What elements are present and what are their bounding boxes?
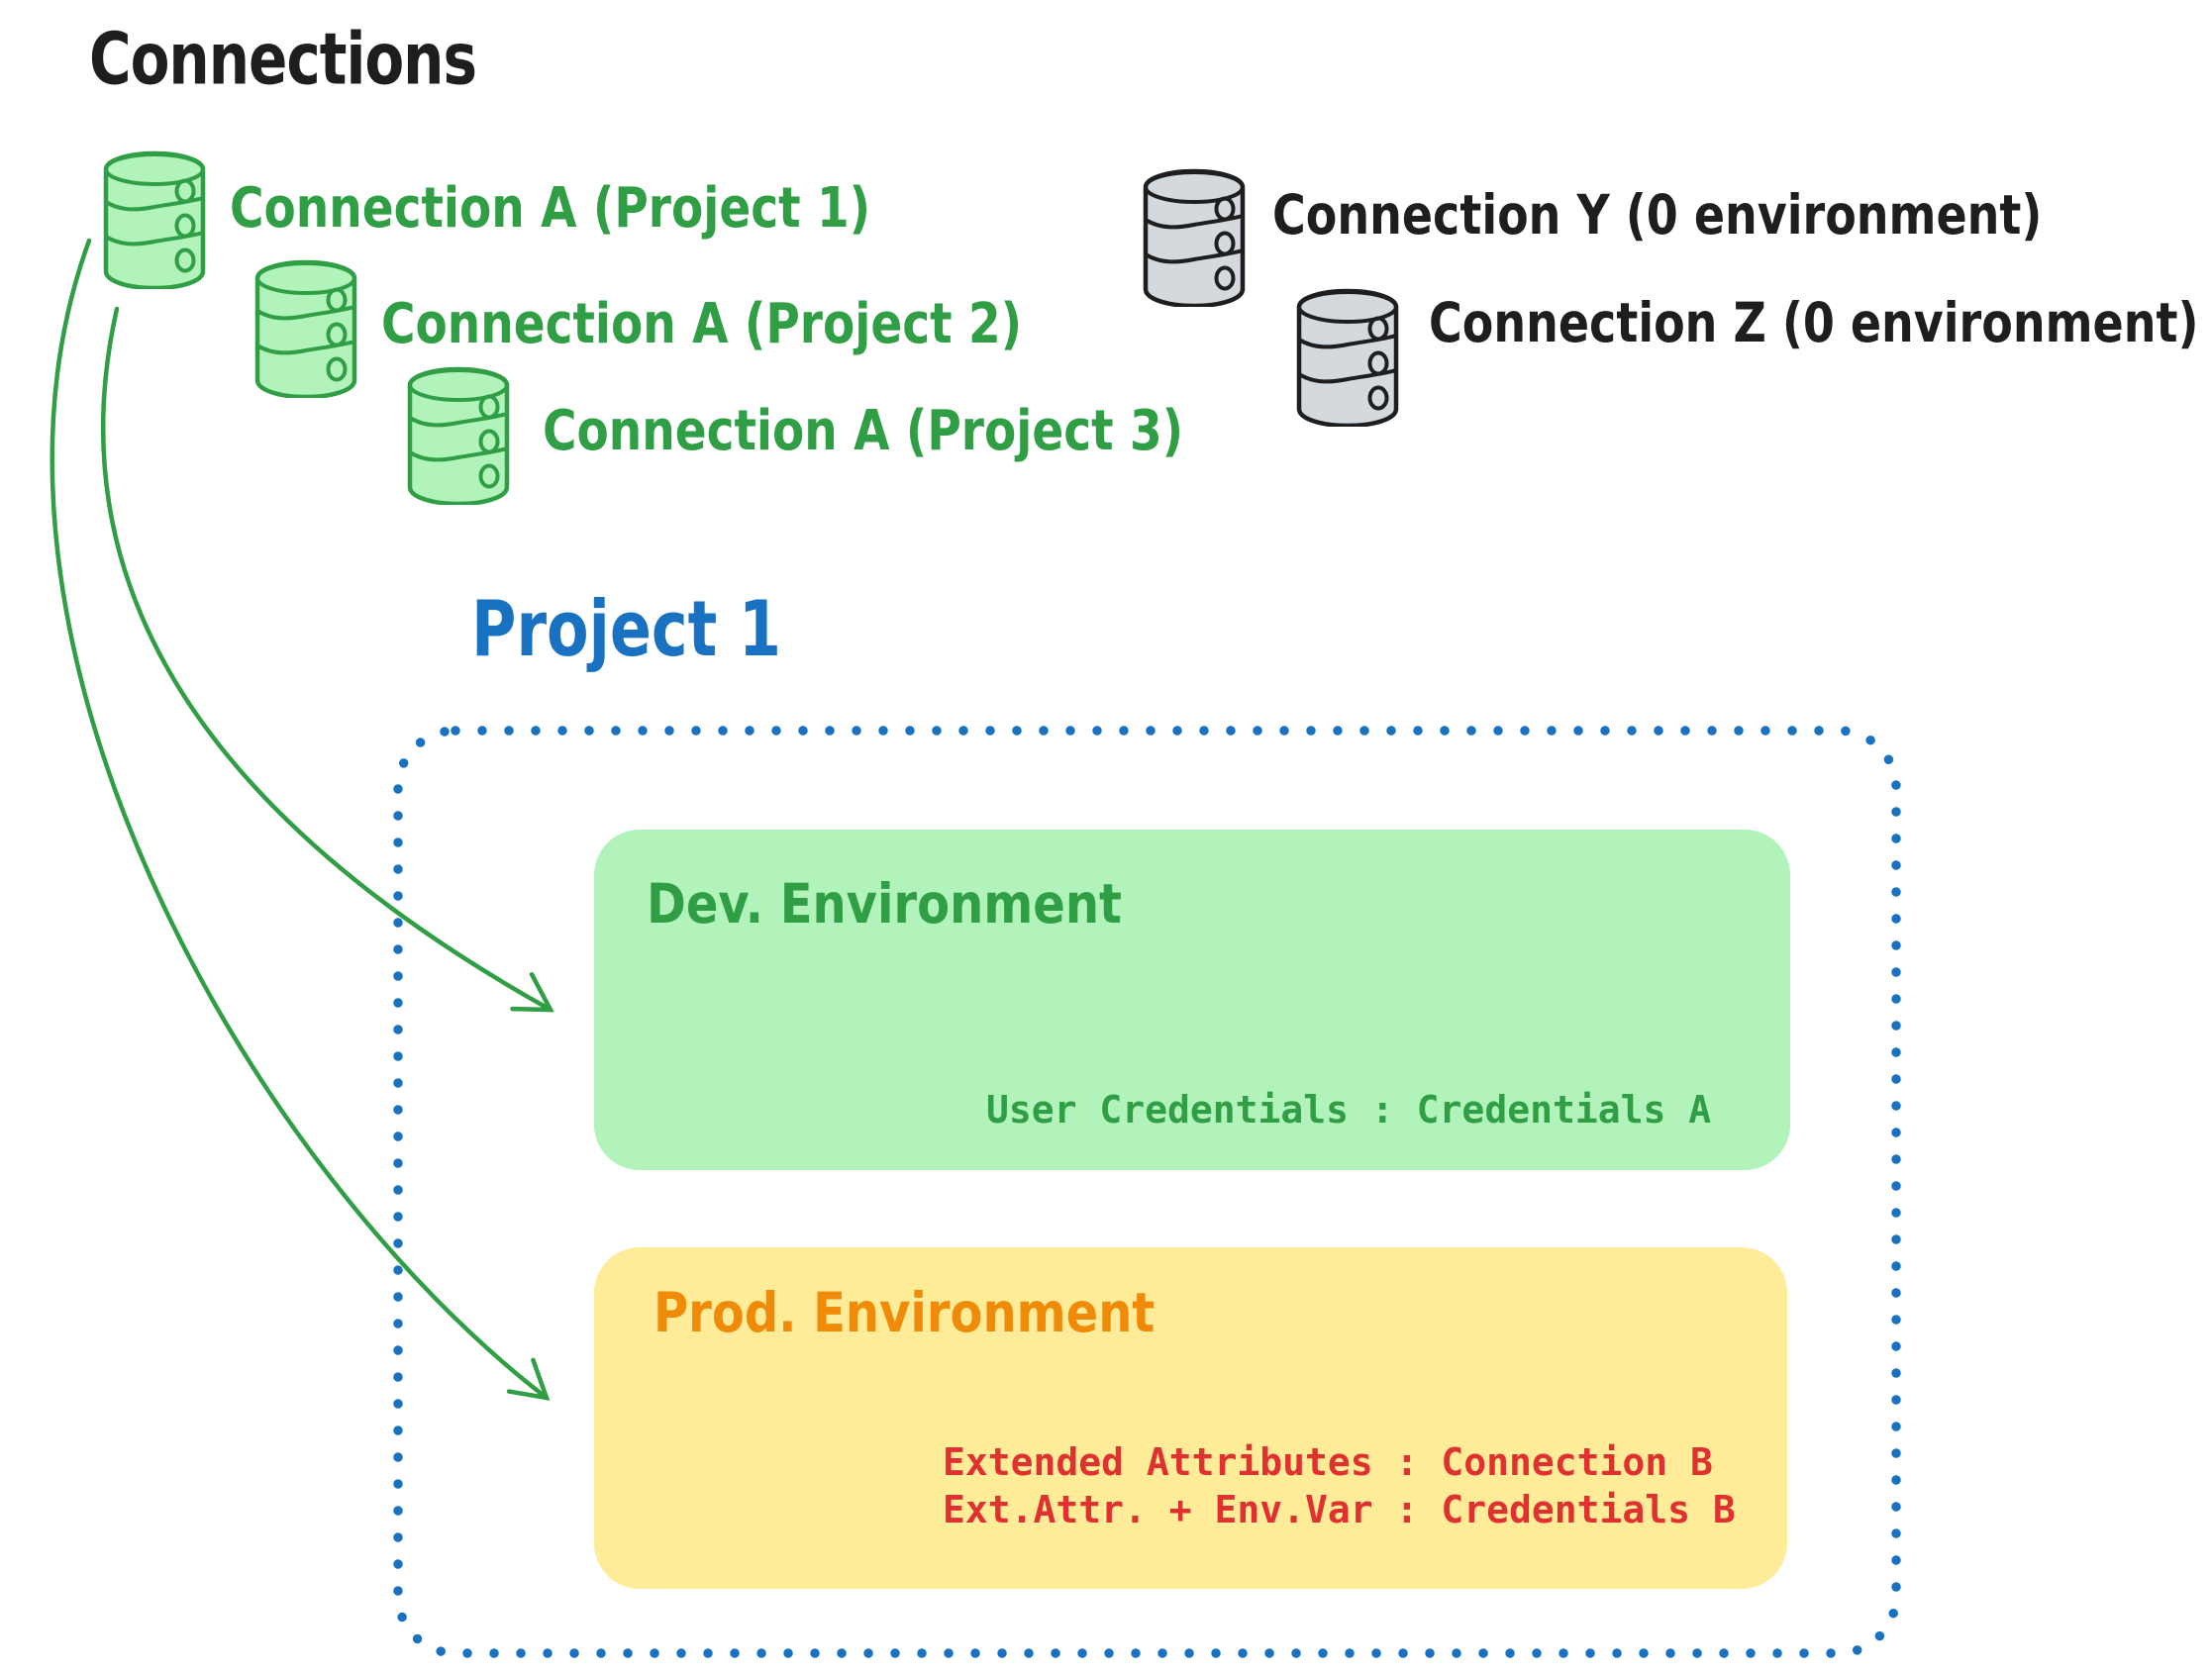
dev-environment-box <box>589 825 1795 1175</box>
dev-credentials-mapping: User Credentials : Credentials A <box>986 1088 1712 1132</box>
arrow-connection-a-to-dev-environment <box>100 306 554 1013</box>
project-1-boundary-box <box>393 726 1901 1658</box>
database-icon-connection-a-project-1 <box>106 153 203 288</box>
dev-environment-label: Dev. Environment <box>647 872 1122 936</box>
prod-mapping-line-1: Extended Attributes : Connection B <box>943 1440 1713 1484</box>
project-1-title: Project 1 <box>471 583 782 674</box>
prod-environment-box <box>589 1242 1792 1594</box>
prod-mapping-line-2: Ext.Attr. + Env.Var : Credentials B <box>943 1488 1736 1531</box>
connection-a-project-2-label: Connection A (Project 2) <box>381 291 1023 357</box>
connection-z-label: Connection Z (0 environment) <box>1429 290 2199 354</box>
connection-a-project-1-label: Connection A (Project 1) <box>230 175 871 242</box>
database-icon-connection-a-project-3 <box>410 369 507 504</box>
page-title: Connections <box>89 16 477 101</box>
connection-a-project-3-label: Connection A (Project 3) <box>543 398 1184 464</box>
prod-environment-label: Prod. Environment <box>654 1281 1156 1345</box>
database-icon-connection-a-project-2 <box>257 262 354 397</box>
arrow-connection-a-to-prod-environment <box>50 238 551 1401</box>
database-icon-connection-y <box>1146 171 1243 306</box>
connection-y-label: Connection Y (0 environment) <box>1272 182 2043 246</box>
database-icon-connection-z <box>1299 291 1396 426</box>
